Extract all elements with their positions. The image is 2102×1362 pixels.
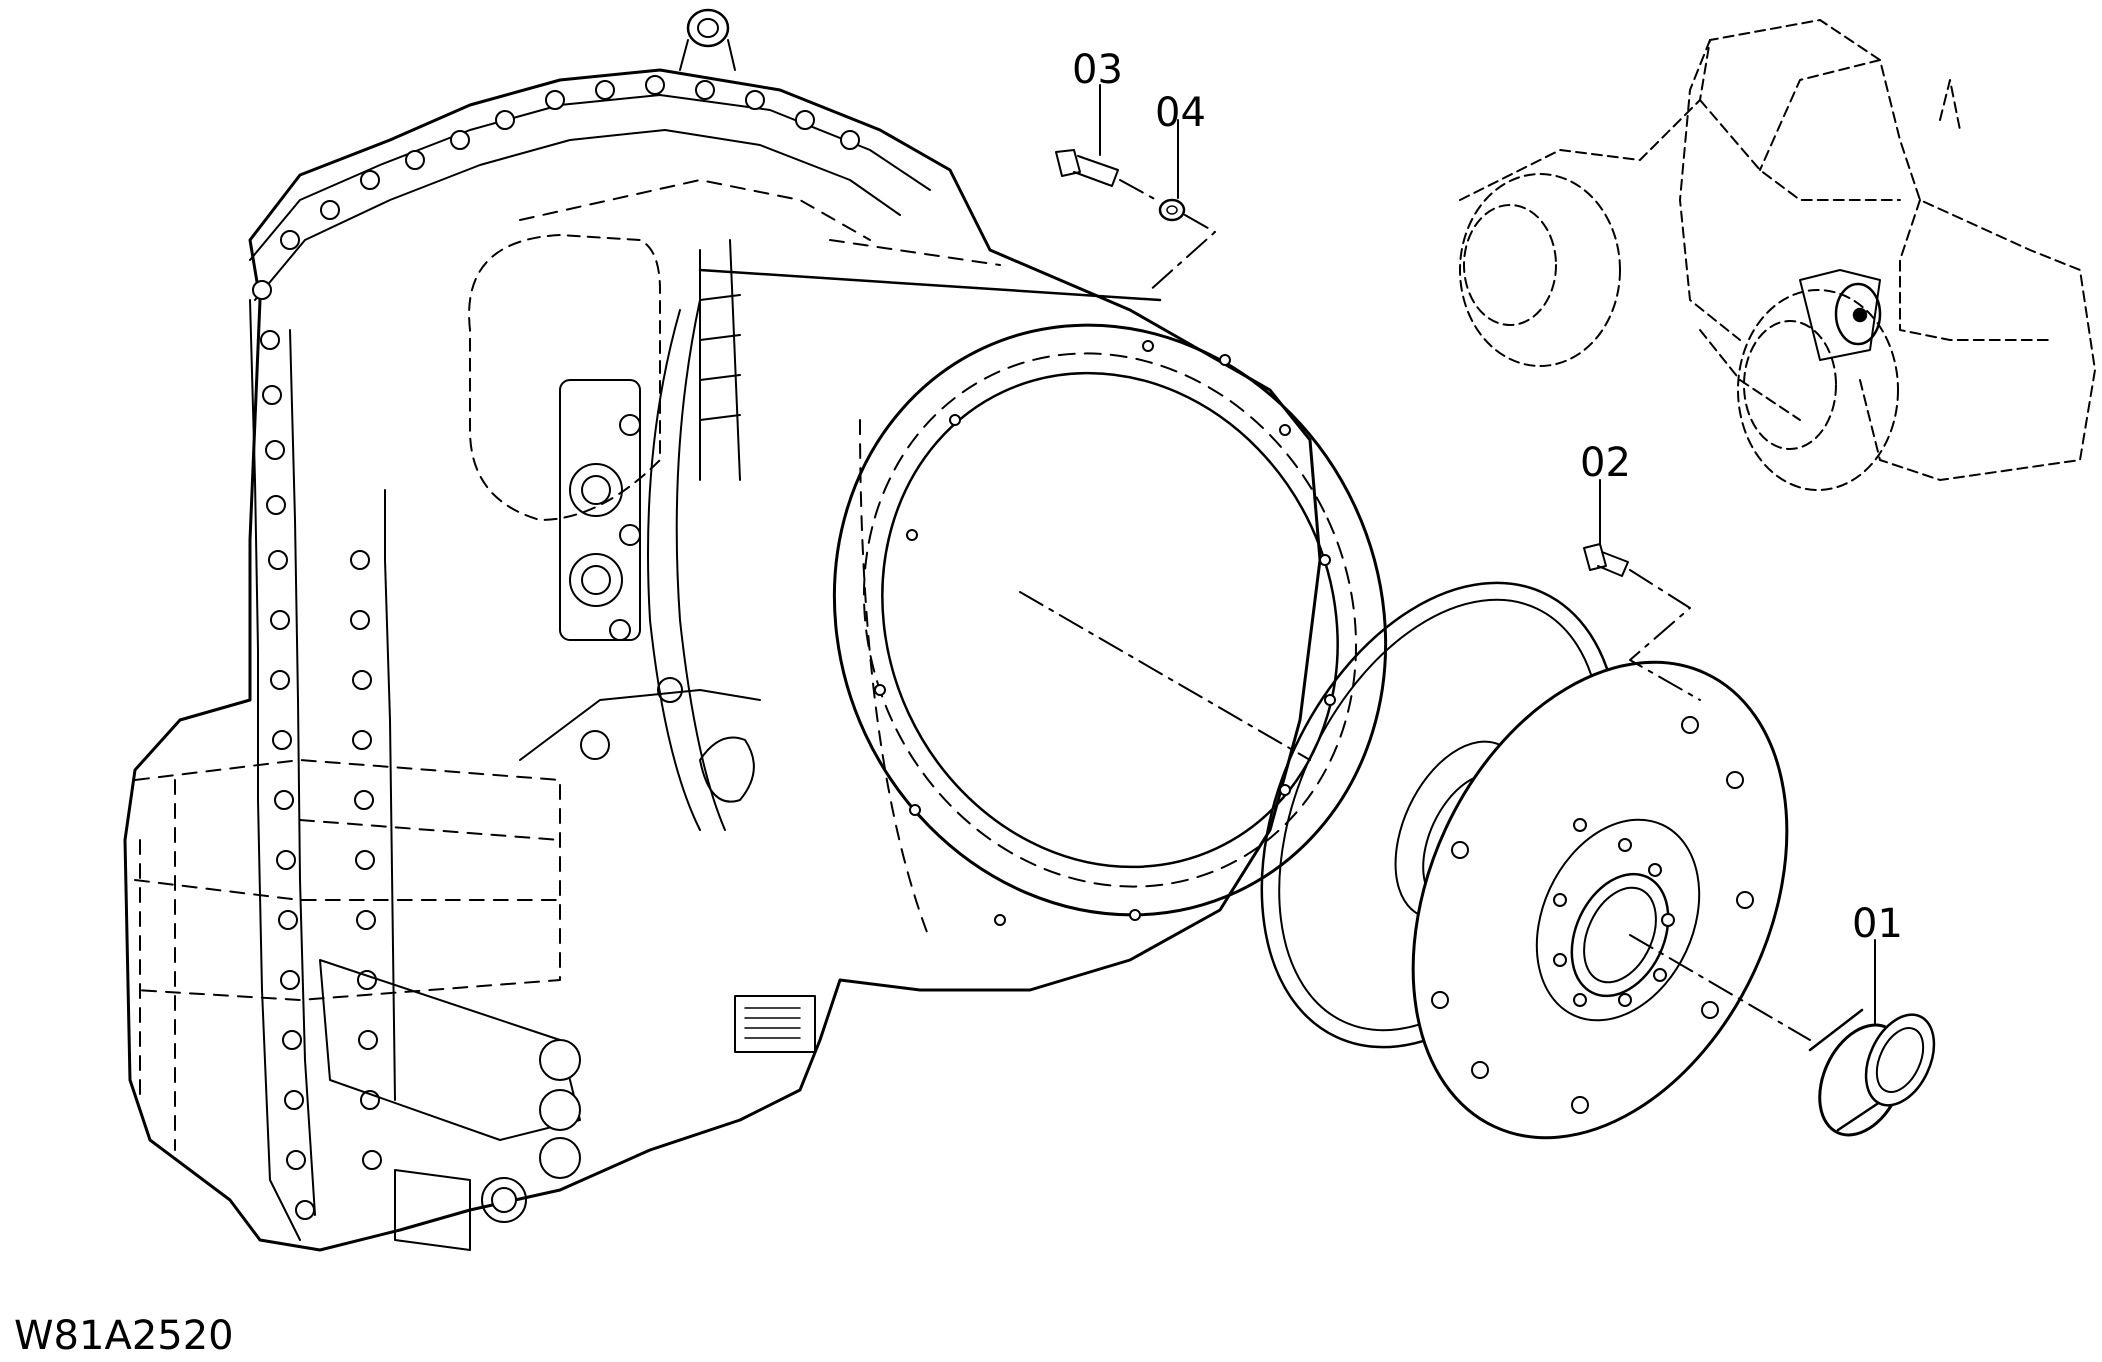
bolt-03	[1055, 149, 1119, 187]
flex-plate	[1411, 660, 1789, 1140]
nameplate	[734, 995, 816, 1053]
bolt-02	[1583, 543, 1629, 577]
locator-highlight	[1799, 269, 1882, 361]
leader-lines	[1099, 84, 1876, 1026]
figure-code: W81A2520	[14, 1313, 234, 1359]
transmission-housing	[123, 8, 1322, 1252]
loader-locator	[1459, 19, 2096, 491]
callout-03: 03	[1072, 47, 1123, 93]
bell-housing	[647, 239, 1388, 941]
center-lines	[1019, 179, 1811, 1041]
callout-02: 02	[1580, 440, 1631, 486]
plug	[1808, 1008, 1936, 1137]
callout-04: 04	[1155, 90, 1206, 136]
washer-04	[1158, 198, 1186, 222]
callout-01: 01	[1852, 901, 1903, 947]
